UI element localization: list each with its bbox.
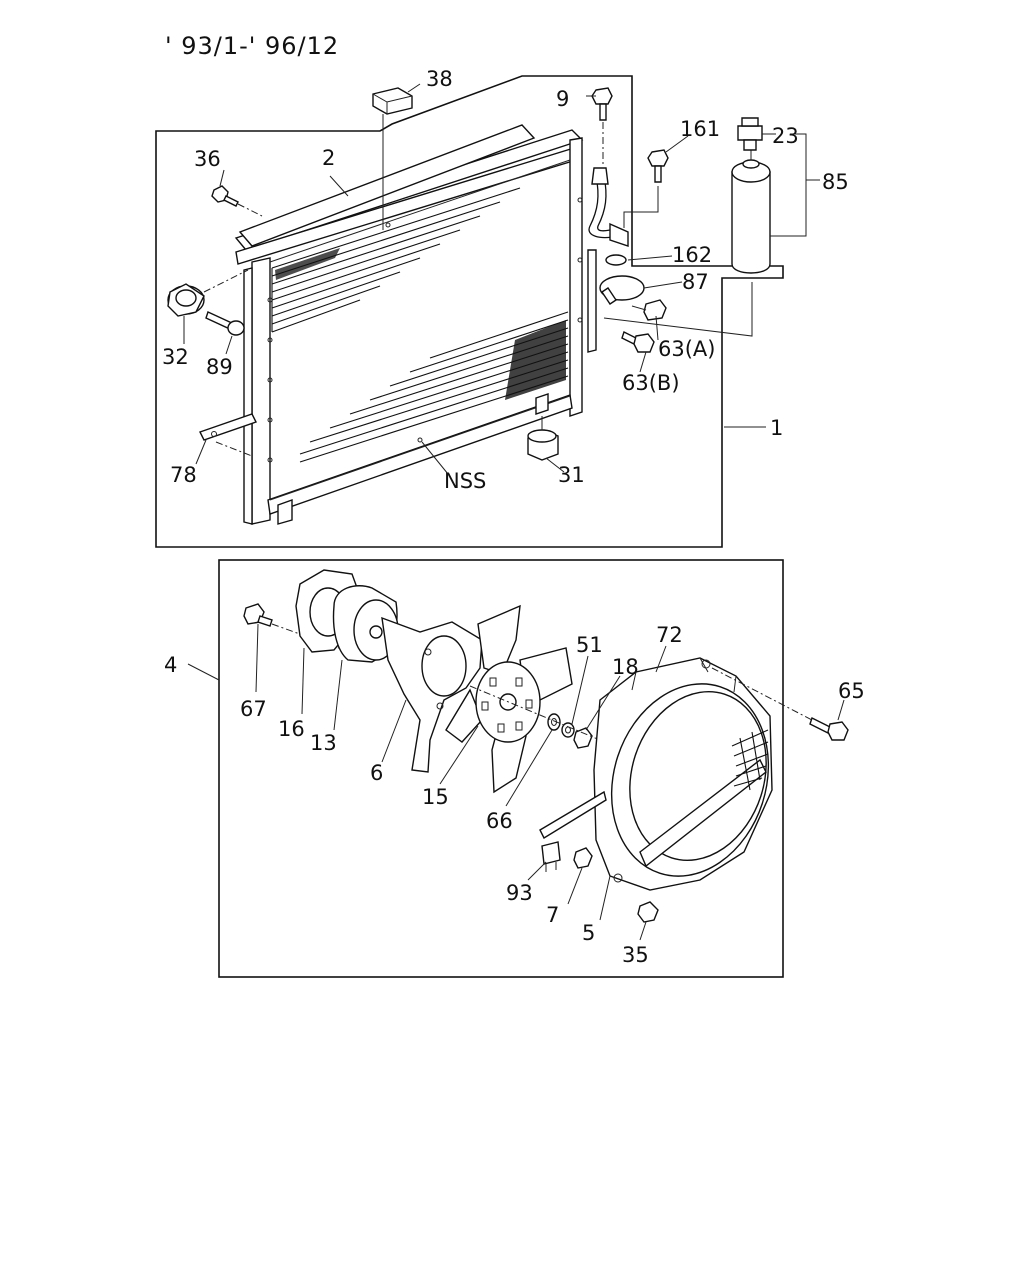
callout-161: 161 — [680, 117, 720, 141]
rubber-cushion-38 — [372, 87, 413, 230]
bolt-36 — [211, 185, 263, 217]
callout-labels: 38 9 161 23 85 36 2 162 87 63(A) 63(B) 3… — [162, 67, 865, 967]
callout-9: 9 — [556, 87, 569, 111]
lower-bracket-78 — [199, 413, 257, 457]
callout-93: 93 — [506, 881, 533, 905]
callout-63b: 63(B) — [622, 371, 680, 395]
callout-72: 72 — [656, 623, 683, 647]
cushion-32 — [167, 269, 249, 317]
nut-35 — [637, 901, 659, 923]
shroud-bolt-axis — [711, 667, 813, 721]
condenser-pipe — [587, 167, 629, 353]
callout-2: 2 — [322, 146, 335, 170]
bolt-89 — [205, 311, 245, 336]
condenser-core — [234, 124, 584, 525]
callout-nss: NSS — [444, 469, 486, 493]
callout-23: 23 — [772, 124, 799, 148]
callout-7: 7 — [546, 903, 559, 927]
callout-51: 51 — [576, 633, 603, 657]
callout-78: 78 — [170, 463, 197, 487]
o-ring-162 — [605, 254, 627, 266]
callout-6: 6 — [370, 761, 383, 785]
callout-67: 67 — [240, 697, 267, 721]
bolt-63a — [631, 299, 667, 321]
washer-66 — [547, 713, 561, 731]
nut-7 — [573, 847, 593, 869]
callout-1: 1 — [770, 416, 783, 440]
callout-32: 32 — [162, 345, 189, 369]
callout-18: 18 — [612, 655, 639, 679]
condenser-fins-upper — [271, 187, 521, 333]
callout-85: 85 — [822, 170, 849, 194]
callout-162: 162 — [672, 243, 712, 267]
callout-4: 4 — [164, 653, 177, 677]
shroud-mesh — [731, 729, 769, 791]
pressure-switch-23 — [737, 117, 763, 151]
callout-63a: 63(A) — [658, 337, 715, 361]
bolt-65 — [809, 717, 849, 741]
bolt-161 — [623, 149, 669, 228]
condenser-assembly-frame — [155, 75, 784, 548]
callout-5: 5 — [582, 921, 595, 945]
dryer-link-line — [603, 282, 753, 337]
callout-89: 89 — [206, 355, 233, 379]
bracket-87 — [599, 275, 645, 305]
bolt-67 — [243, 603, 373, 661]
callout-66: 66 — [486, 809, 513, 833]
callout-16: 16 — [278, 717, 305, 741]
fan-assembly-frame — [218, 559, 784, 978]
page-title: ' 93/1-' 96/12 — [165, 32, 339, 60]
callout-13: 13 — [310, 731, 337, 755]
callout-36: 36 — [194, 147, 221, 171]
bolt-9 — [591, 87, 613, 166]
callout-65: 65 — [838, 679, 865, 703]
fan-shroud-72 — [593, 657, 773, 891]
clip-93 — [539, 790, 607, 872]
receiver-dryer-85 — [731, 150, 771, 274]
callout-31: 31 — [558, 463, 585, 487]
leader-lines — [183, 83, 845, 941]
callout-35: 35 — [622, 943, 649, 967]
callout-38: 38 — [426, 67, 453, 91]
fan-bracket-6 — [381, 616, 483, 773]
nut-18 — [573, 727, 593, 749]
callout-87: 87 — [682, 270, 709, 294]
fan-axis-line — [469, 685, 601, 741]
cushion-31 — [527, 416, 559, 461]
condenser-fins-lower — [299, 311, 569, 463]
bolt-63b — [621, 331, 655, 353]
callout-15: 15 — [422, 785, 449, 809]
